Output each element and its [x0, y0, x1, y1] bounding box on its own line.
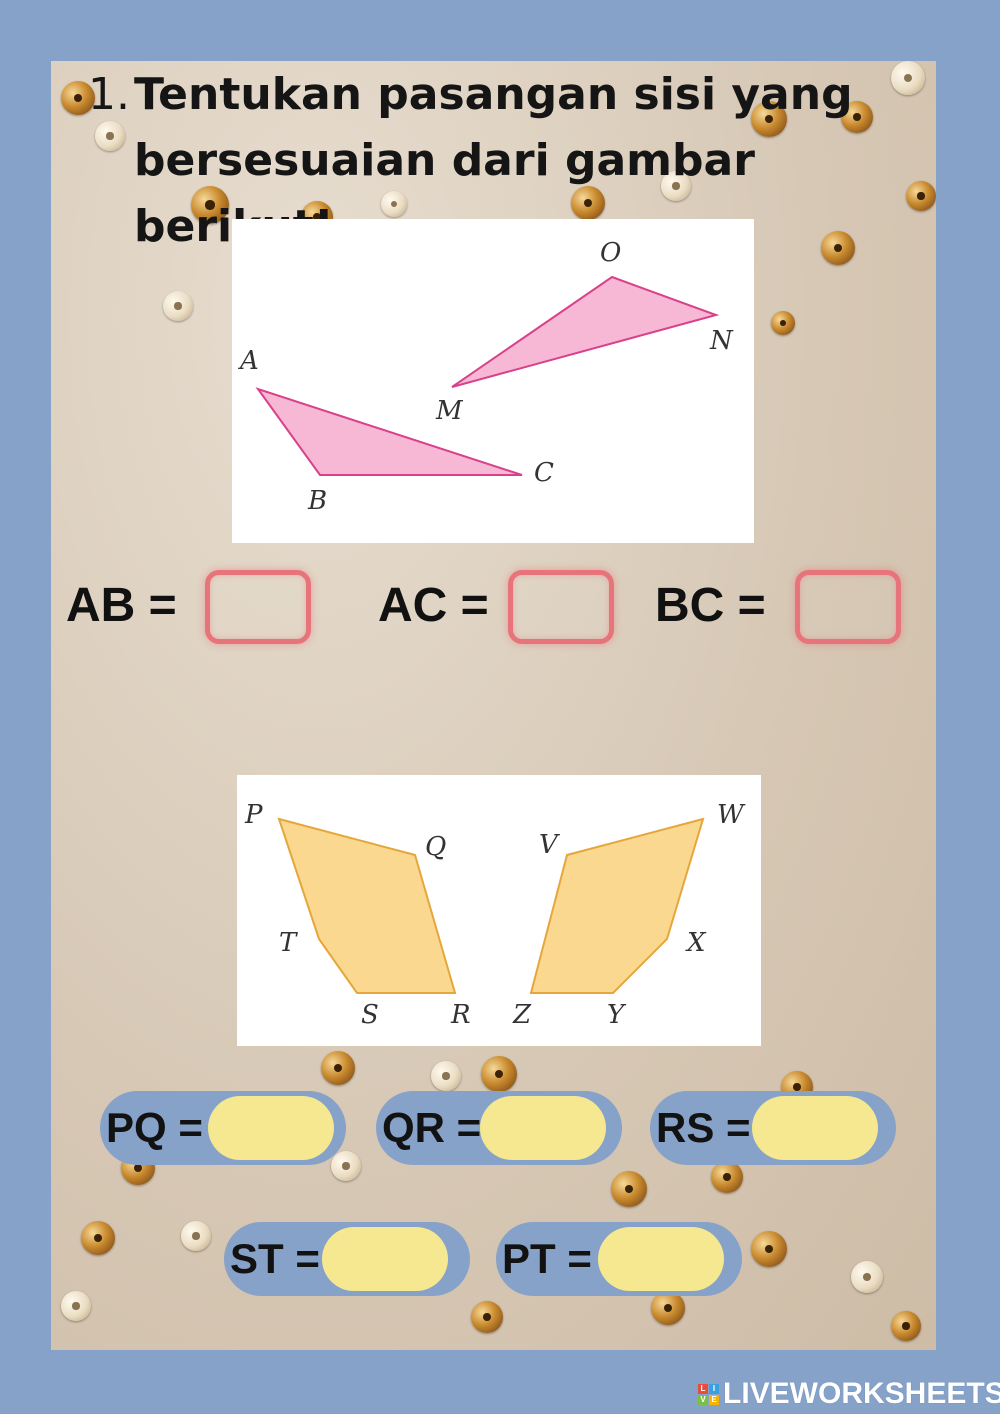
vertex-label-b: B	[307, 486, 327, 516]
triangle-abc	[255, 387, 523, 476]
sequin-decoration	[821, 231, 855, 265]
vertex-label-m: M	[435, 396, 464, 426]
vertex-label-r: R	[450, 1000, 471, 1030]
answer-label-ac: AC =	[378, 579, 489, 632]
logo-letter-e: E	[709, 1394, 719, 1405]
sequin-decoration	[841, 101, 873, 133]
sequin-decoration	[751, 1231, 787, 1267]
sequin-decoration	[331, 1151, 361, 1181]
answer-label-bc: BC =	[655, 579, 766, 632]
liveworksheets-brand[interactable]: L I V E LIVEWORKSHEETS	[698, 1377, 1000, 1410]
answer-pill-rs: RS =	[650, 1091, 896, 1165]
triangle-omn	[451, 275, 720, 388]
answer-label-pt: PT =	[502, 1235, 592, 1282]
vertex-label-v: V	[539, 830, 560, 860]
answer-pill-st: ST =	[224, 1222, 470, 1296]
vertex-label-y: Y	[607, 1000, 627, 1030]
answer-slot-pt[interactable]	[598, 1227, 724, 1291]
logo-letter-l: L	[698, 1383, 708, 1394]
answer-label-rs: RS =	[656, 1104, 751, 1151]
vertex-label-p: P	[244, 800, 263, 830]
sequin-decoration	[81, 1221, 115, 1255]
sequin-decoration	[381, 191, 407, 217]
sequin-decoration	[431, 1061, 461, 1091]
sequin-decoration	[891, 61, 925, 95]
sequin-decoration	[321, 1051, 355, 1085]
sequin-decoration	[661, 171, 691, 201]
sequin-decoration	[163, 291, 193, 321]
question-number: 1.	[88, 69, 130, 120]
answer-box-bc[interactable]	[795, 570, 901, 644]
triangles-svg: A B C O N M	[238, 238, 734, 516]
vertex-label-z: Z	[512, 1000, 532, 1030]
vertex-label-t: T	[279, 928, 298, 958]
sequin-decoration	[771, 311, 795, 335]
answer-pill-pq: PQ =	[100, 1091, 346, 1165]
answer-box-ac[interactable]	[508, 570, 614, 644]
vertex-label-o: O	[600, 238, 621, 268]
logo-letter-i: I	[709, 1383, 719, 1394]
sequin-decoration	[481, 1056, 517, 1092]
sequin-decoration	[751, 101, 787, 137]
sequin-decoration	[571, 186, 605, 220]
answer-label-ab: AB =	[66, 579, 177, 632]
answer-label-st: ST =	[230, 1235, 320, 1282]
logo-letter-v: V	[698, 1394, 708, 1405]
triangles-figure: A B C O N M	[232, 219, 754, 543]
sequin-decoration	[851, 1261, 883, 1293]
pentagons-svg: P Q T S R V W X Z Y	[244, 800, 746, 1030]
vertex-label-q: Q	[425, 832, 446, 862]
answer-box-ab[interactable]	[205, 570, 311, 644]
sequin-decoration	[61, 81, 95, 115]
pentagons-figure: P Q T S R V W X Z Y	[237, 775, 761, 1046]
sequin-decoration	[95, 121, 125, 151]
sequin-decoration	[651, 1291, 685, 1325]
sequin-decoration	[181, 1221, 211, 1251]
answer-slot-rs[interactable]	[752, 1096, 878, 1160]
question-line-1: Tentukan pasangan sisi yang	[134, 69, 853, 120]
sequin-decoration	[711, 1161, 743, 1193]
answer-slot-st[interactable]	[322, 1227, 448, 1291]
pentagon-vwxyz	[529, 817, 705, 994]
vertex-label-n: N	[709, 326, 734, 356]
pentagon-pqrst	[277, 817, 457, 994]
vertex-label-c: C	[534, 458, 554, 488]
sequin-decoration	[611, 1171, 647, 1207]
brand-name: LIVEWORKSHEETS	[723, 1377, 1000, 1410]
sequin-decoration	[61, 1291, 91, 1321]
sequin-decoration	[471, 1301, 503, 1333]
question-title: 1. Tentukan pasangan sisi yang bersesuai…	[88, 62, 948, 260]
answer-label-qr: QR =	[382, 1104, 482, 1151]
answer-slot-qr[interactable]	[480, 1096, 606, 1160]
sequin-decoration	[191, 186, 229, 224]
answer-pill-qr: QR =	[376, 1091, 622, 1165]
sequin-decoration	[891, 1311, 921, 1341]
sequin-decoration	[906, 181, 936, 211]
vertex-label-w: W	[717, 800, 746, 830]
answer-slot-pq[interactable]	[208, 1096, 334, 1160]
answer-label-pq: PQ =	[106, 1104, 203, 1151]
vertex-label-s: S	[361, 1000, 379, 1030]
vertex-label-x: X	[685, 928, 707, 958]
vertex-label-a: A	[238, 346, 259, 376]
answer-pill-pt: PT =	[496, 1222, 742, 1296]
liveworksheets-logo-icon: L I V E	[698, 1383, 719, 1405]
